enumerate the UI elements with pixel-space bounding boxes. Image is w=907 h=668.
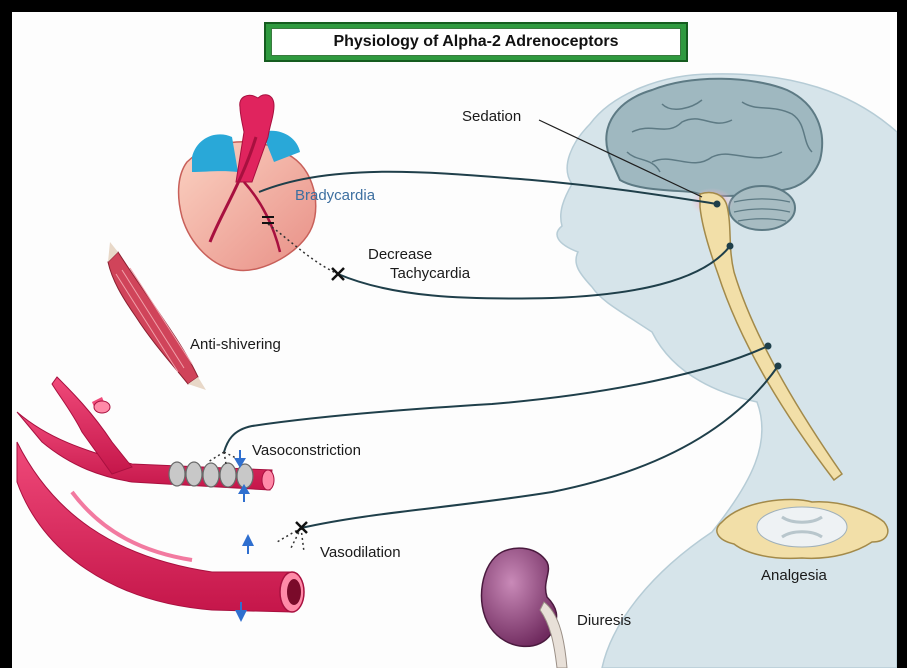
cerebellum — [729, 186, 795, 230]
arteries — [17, 377, 304, 612]
label-sedation: Sedation — [462, 109, 521, 124]
muscle — [108, 242, 206, 390]
label-diuresis: Diuresis — [577, 613, 631, 628]
brain — [606, 79, 822, 196]
dotted-connections — [208, 224, 338, 552]
heart — [179, 95, 316, 271]
block-marker-tachycardia — [332, 268, 344, 280]
diagram-frame: Physiology of Alpha-2 Adrenoceptors Seda… — [12, 12, 897, 668]
label-anti-shivering: Anti-shivering — [190, 337, 281, 352]
label-decrease: Decrease — [368, 247, 432, 262]
title-banner: Physiology of Alpha-2 Adrenoceptors — [264, 22, 688, 62]
kidney — [481, 548, 567, 668]
label-vasoconstriction: Vasoconstriction — [252, 443, 361, 458]
label-tachycardia: Tachycardia — [390, 266, 470, 281]
title-banner-inner: Physiology of Alpha-2 Adrenoceptors — [271, 28, 681, 56]
label-analgesia: Analgesia — [761, 568, 827, 583]
diagram-title: Physiology of Alpha-2 Adrenoceptors — [333, 33, 618, 51]
label-bradycardia: Bradycardia — [295, 188, 375, 203]
label-vasodilation: Vasodilation — [320, 545, 401, 560]
